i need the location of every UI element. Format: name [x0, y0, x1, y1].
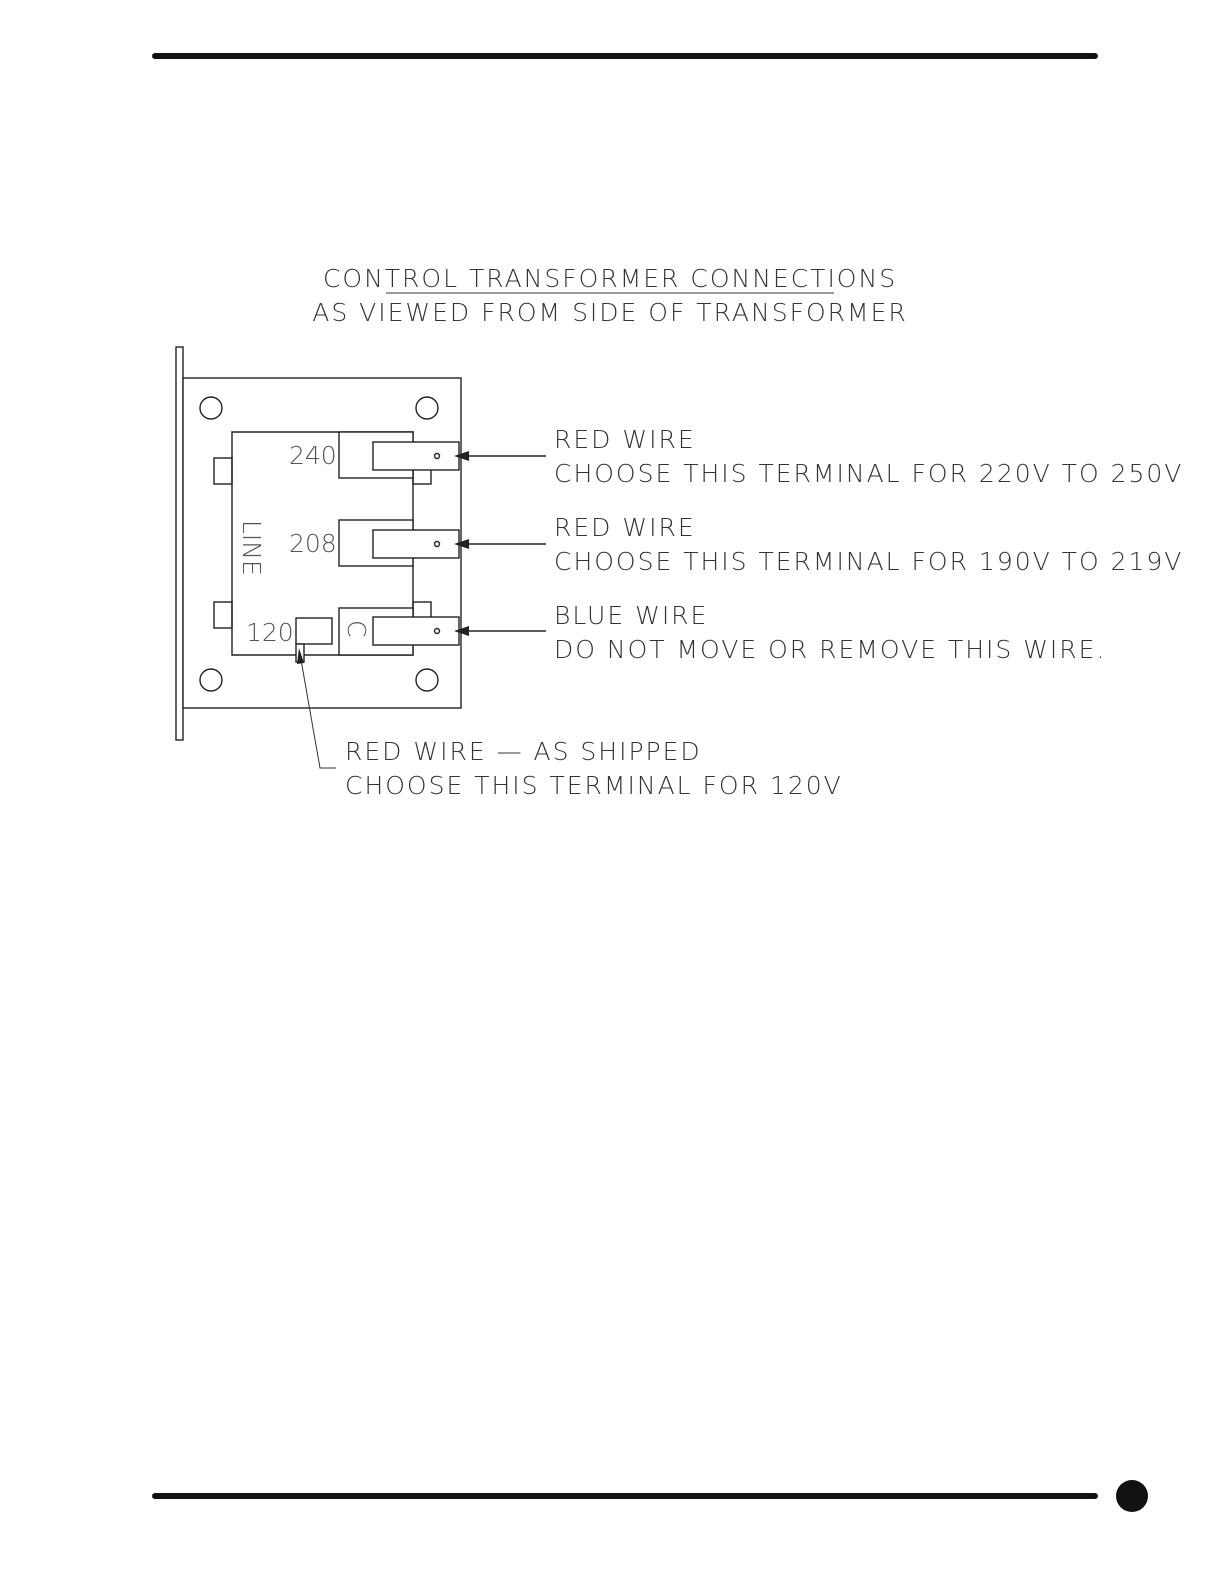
terminal-208-label: 208 — [289, 529, 337, 558]
callout-common-heading: BLUE WIRE — [554, 601, 708, 630]
callout-208-heading: RED WIRE — [554, 513, 696, 542]
terminal-240-label: 240 — [289, 441, 337, 470]
callout-120-text: CHOOSE THIS TERMINAL FOR 120V — [345, 771, 843, 800]
diagram-subtitle: AS VIEWED FROM SIDE OF TRANSFORMER — [312, 298, 908, 327]
callout-common-text: DO NOT MOVE OR REMOVE THIS WIRE. — [554, 635, 1106, 664]
terminal-120-tab — [296, 618, 332, 644]
callout-240-text: CHOOSE THIS TERMINAL FOR 220V TO 250V — [554, 459, 1183, 488]
side-tab — [214, 602, 232, 628]
terminal-common-label: C — [342, 620, 371, 637]
terminal-208-spade — [373, 530, 459, 558]
side-tab — [214, 458, 232, 484]
page-marker-dot — [1116, 1480, 1148, 1512]
terminal-240-spade — [373, 442, 459, 470]
diagram-title: CONTROL TRANSFORMER CONNECTIONS — [323, 264, 897, 293]
callout-120-heading: RED WIRE — AS SHIPPED — [345, 737, 702, 766]
callout-208-text: CHOOSE THIS TERMINAL FOR 190V TO 219V — [554, 547, 1183, 576]
mounting-bracket — [176, 347, 183, 740]
line-label: LINE — [237, 520, 266, 576]
terminal-common-spade — [373, 617, 459, 645]
terminal-120-label: 120 — [246, 618, 294, 647]
callout-240-heading: RED WIRE — [554, 425, 696, 454]
